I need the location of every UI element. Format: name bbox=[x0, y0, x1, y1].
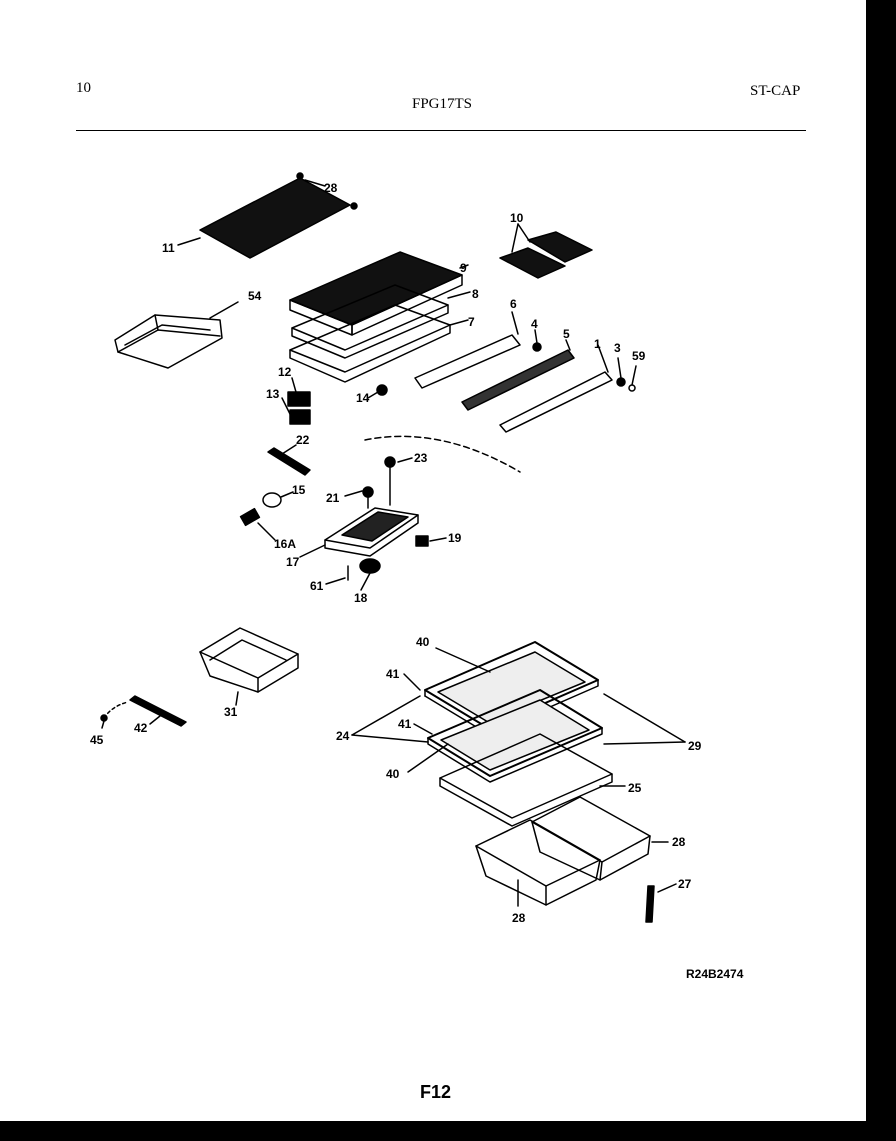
scan-border-right bbox=[866, 0, 896, 1141]
callout-28-bottom: 28 bbox=[512, 911, 526, 925]
header-rule bbox=[76, 130, 806, 131]
callout-41-bottom: 41 bbox=[398, 717, 412, 731]
section-code: ST-CAP bbox=[750, 83, 801, 99]
callout-9: 9 bbox=[460, 261, 467, 275]
scan-border-bottom bbox=[0, 1121, 896, 1141]
callout-18: 18 bbox=[354, 591, 368, 605]
callout-21: 21 bbox=[326, 491, 340, 505]
part-ice-trays bbox=[499, 223, 593, 279]
part-lamp-socket bbox=[239, 491, 294, 541]
callout-27: 27 bbox=[678, 877, 692, 891]
callout-17: 17 bbox=[286, 555, 300, 569]
callout-8: 8 bbox=[472, 287, 479, 301]
page-number: 10 bbox=[76, 80, 91, 96]
callout-28-top: 28 bbox=[324, 181, 338, 195]
callout-61: 61 bbox=[310, 579, 324, 593]
callout-40-bottom: 40 bbox=[386, 767, 400, 781]
callout-41-top: 41 bbox=[386, 667, 400, 681]
page-code: F12 bbox=[420, 1082, 452, 1102]
callout-6: 6 bbox=[510, 297, 517, 311]
callout-24: 24 bbox=[336, 729, 350, 743]
part-rails bbox=[414, 311, 637, 433]
callout-16a: 16A bbox=[274, 537, 296, 551]
part-screws bbox=[344, 456, 413, 509]
callout-54: 54 bbox=[248, 289, 262, 303]
callout-25: 25 bbox=[628, 781, 642, 795]
model-number: FPG17TS bbox=[412, 96, 473, 112]
part-crisper-31 bbox=[199, 627, 299, 706]
part-bottom-shelf-25 bbox=[439, 733, 626, 827]
callout-11: 11 bbox=[162, 241, 175, 255]
part-27 bbox=[645, 883, 677, 923]
callout-12: 12 bbox=[278, 365, 292, 379]
part-22 bbox=[267, 444, 311, 476]
callout-5: 5 bbox=[563, 327, 570, 341]
callout-42: 42 bbox=[134, 721, 148, 735]
callout-4: 4 bbox=[531, 317, 538, 331]
callout-14: 14 bbox=[356, 391, 370, 405]
part-control-housing bbox=[299, 507, 419, 558]
part-freezer-shelf-stack bbox=[289, 251, 471, 383]
callout-3: 3 bbox=[614, 341, 621, 355]
drawing-code: R24B2474 bbox=[686, 967, 744, 981]
cabinet-outline bbox=[364, 435, 521, 473]
callout-28-right: 28 bbox=[672, 835, 686, 849]
part-42-45 bbox=[100, 695, 187, 729]
callout-15: 15 bbox=[292, 483, 306, 497]
callout-1: 1 bbox=[594, 337, 601, 351]
part-storage-pan bbox=[114, 301, 239, 369]
callout-10: 10 bbox=[510, 211, 524, 225]
callout-22: 22 bbox=[296, 433, 310, 447]
callout-59: 59 bbox=[632, 349, 646, 363]
exploded-parts-diagram: 28 11 10 9 8 7 54 6 4 5 1 3 59 12 13 14 … bbox=[90, 172, 702, 925]
callout-7: 7 bbox=[468, 315, 475, 329]
callout-31: 31 bbox=[224, 705, 238, 719]
part-glass-shelves bbox=[351, 641, 686, 783]
callout-13: 13 bbox=[266, 387, 280, 401]
part-small-brackets bbox=[281, 377, 388, 425]
part-crispers-28 bbox=[475, 796, 669, 907]
callout-19: 19 bbox=[448, 531, 462, 545]
part-wire-shelf bbox=[177, 172, 358, 259]
part-knob-parts bbox=[325, 535, 447, 591]
callout-45: 45 bbox=[90, 733, 104, 747]
callout-29: 29 bbox=[688, 739, 702, 753]
callout-40-top: 40 bbox=[416, 635, 430, 649]
callout-23: 23 bbox=[414, 451, 428, 465]
